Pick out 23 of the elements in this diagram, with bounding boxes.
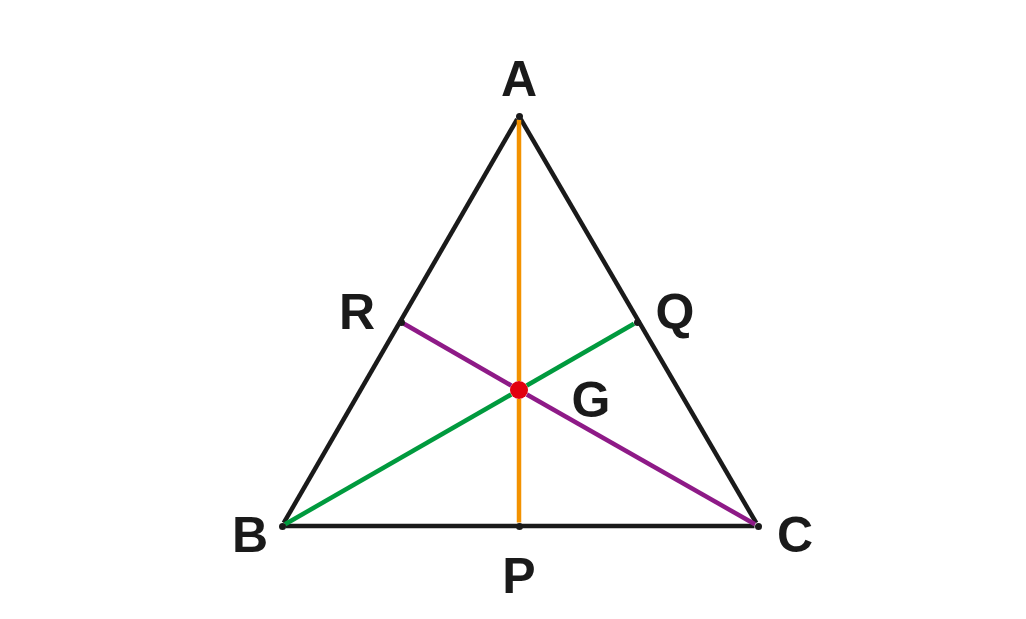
median-line	[525, 392, 757, 527]
vertex-point	[754, 522, 762, 530]
point-label: P	[502, 551, 536, 601]
point-label: A	[500, 54, 538, 104]
point-label: G	[571, 375, 611, 425]
triangle-side	[518, 117, 759, 525]
centroid-dot	[510, 381, 528, 399]
vertex-point	[515, 522, 523, 530]
median-line	[525, 321, 636, 388]
point-label: B	[231, 510, 269, 560]
vertex-point	[515, 112, 523, 120]
triangle-side	[285, 523, 755, 529]
vertex-point	[397, 318, 405, 326]
median-line	[516, 399, 522, 523]
point-label: Q	[655, 287, 695, 337]
vertex-point	[278, 522, 286, 530]
point-label: R	[338, 287, 376, 337]
median-line	[402, 321, 513, 388]
triangle-side	[281, 117, 520, 525]
point-label: C	[776, 510, 814, 560]
vertex-point	[633, 318, 641, 326]
median-line	[516, 119, 522, 381]
median-line	[283, 392, 513, 527]
